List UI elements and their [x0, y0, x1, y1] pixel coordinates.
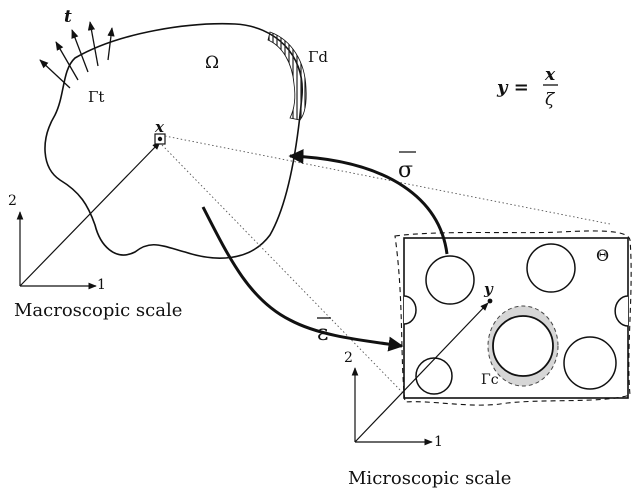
point-y-dot [487, 298, 493, 304]
micro-axis-1-label: 1 [434, 434, 443, 450]
theta-label: Θ [596, 246, 609, 265]
macro-axis-1-label: 1 [97, 277, 106, 293]
svg-text:y =: y = [496, 77, 529, 98]
inclusion-cut-left [403, 295, 417, 325]
inclusions [403, 243, 629, 395]
projection-lines [161, 135, 611, 393]
svg-text:ζ: ζ [545, 90, 556, 110]
inclusion [415, 357, 453, 395]
traction-label: t [64, 7, 72, 27]
dirichlet-boundary-hatch [267, 31, 307, 121]
inclusion [425, 255, 475, 305]
scaling-equation: y = x ζ [496, 65, 558, 110]
traction-arrows [39, 21, 115, 89]
sigma-bar-arrow [288, 149, 449, 255]
micro-scale-caption: Microscopic scale [348, 468, 511, 489]
point-y-label: y [483, 280, 494, 298]
epsilon-bar-arrow [201, 206, 404, 352]
central-inclusion [492, 315, 554, 377]
inclusion [526, 243, 576, 293]
point-x-label: x [154, 118, 165, 136]
micro-axis-2-label: 2 [344, 350, 353, 366]
gamma-d-label: Γd [308, 48, 328, 66]
macro-axes [16, 141, 161, 290]
epsilon-bar-label: ε [317, 317, 331, 346]
macro-body-omega [44, 22, 303, 259]
micro-axes [351, 302, 489, 446]
gamma-c-label: Γc [481, 372, 499, 388]
svg-text:ε: ε [317, 321, 328, 346]
svg-text:x: x [544, 65, 556, 85]
inclusion [563, 336, 617, 390]
omega-label: Ω [205, 53, 219, 73]
gamma-t-label: Γt [88, 88, 104, 106]
svg-text:σ: σ [398, 158, 413, 183]
inclusion-cut-right [614, 295, 629, 327]
point-x-dot [157, 136, 163, 142]
sigma-bar-label: σ [398, 151, 416, 183]
macro-scale-caption: Macroscopic scale [14, 300, 182, 321]
macro-axis-2-label: 2 [8, 193, 17, 209]
